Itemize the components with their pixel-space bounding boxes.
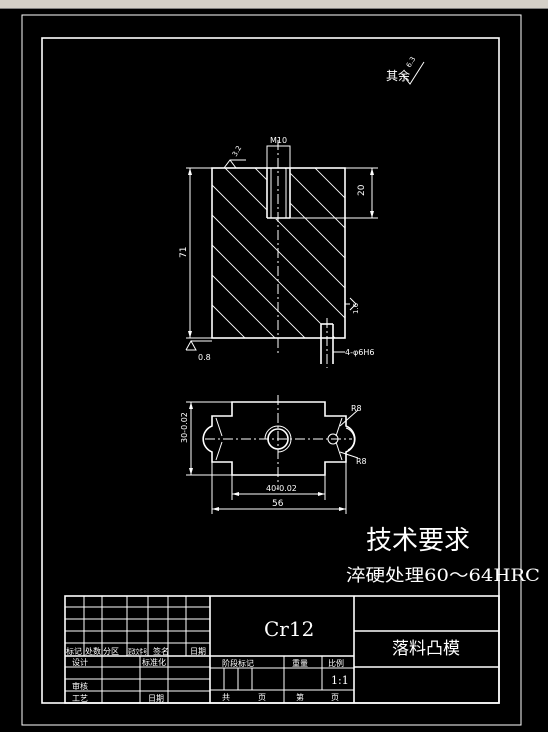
tb-total: 共: [222, 693, 230, 702]
tb-sheet1: 页: [258, 693, 266, 702]
outer-frame: [21, 14, 522, 726]
roughness-rest-text: 其余: [386, 68, 410, 83]
threaded-hole-circle: [267, 428, 289, 450]
tb-material: Cr12: [264, 617, 314, 641]
tb-sheet2: 页: [331, 693, 339, 702]
radius-label-bottom: R8: [356, 457, 367, 466]
top-view: R8 R8 30-0.02 40-0.02 56: [180, 395, 367, 514]
front-view: M10 4-φ6H6 3.2 20 1.6 71: [179, 136, 378, 368]
roughness-bottom-value: 0.8: [198, 353, 211, 362]
thread-label: M10: [270, 136, 287, 145]
tb-scale: 比例: [328, 658, 344, 668]
dim-top-depth: 20: [357, 184, 367, 196]
tb-marking: 标记: [66, 646, 82, 656]
notes-heading: 技术要求: [366, 526, 470, 556]
technical-notes: 技术要求 淬硬处理60～64HRC: [346, 526, 540, 586]
tb-review: 审核: [72, 681, 88, 691]
dim-height: 71: [179, 247, 189, 258]
title-block: 标记 处数 分区 更改文件号 签名 日期 设计 标准化 审核 工艺 日期 Cr1…: [64, 595, 500, 704]
tb-count: 处数: [85, 646, 101, 656]
tb-zone: 分区: [103, 647, 119, 656]
tb-signature: 签名: [153, 646, 169, 656]
tb-standardization: 标准化: [142, 657, 166, 667]
roughness-top-value: 3.2: [231, 144, 243, 158]
tb-weight: 重量: [292, 658, 308, 668]
roughness-side-icon: [349, 297, 357, 311]
tb-date: 日期: [190, 647, 206, 656]
radius-label-top: R8: [351, 404, 362, 413]
tb-of: 第: [296, 692, 304, 702]
roughness-bottom-icon: [185, 339, 197, 351]
notes-line1: 淬硬处理60～64HRC: [346, 566, 540, 586]
tb-change-doc: 更改文件号: [128, 647, 147, 656]
tb-scale-value: 1:1: [331, 674, 349, 687]
drawing-canvas: 其余 6.3 M10: [0, 9, 548, 732]
tb-design: 设计: [72, 657, 88, 667]
dim-slot-width: 40-0.02: [266, 484, 297, 493]
roughness-rest-group: 其余 6.3: [386, 55, 425, 85]
pin-label: 4-φ6H6: [345, 348, 374, 357]
tb-approve-date: 日期: [148, 694, 164, 703]
dim-width-tol: 30-0.02: [180, 412, 189, 443]
tb-stage-marking: 阶段标记: [222, 658, 254, 668]
roughness-symbol-icon: [401, 61, 425, 85]
dim-total-width: 56: [272, 499, 284, 509]
tb-process: 工艺: [72, 694, 88, 703]
section-hatching: [212, 168, 345, 338]
roughness-rest-value: 6.3: [405, 55, 417, 69]
window-top-toolbar: [0, 0, 548, 9]
roughness-side-value: 1.6: [352, 302, 360, 314]
tb-part-name: 落料凸模: [392, 639, 460, 659]
